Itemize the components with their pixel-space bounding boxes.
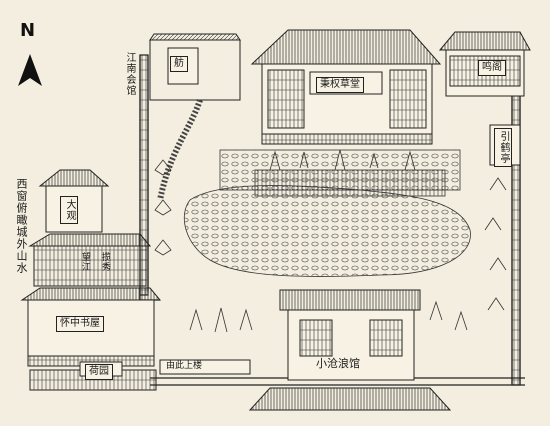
north-arrow-icon <box>18 54 42 86</box>
boat-hall-plaque: 舫 <box>170 56 188 72</box>
lotus-pond <box>183 169 471 277</box>
west-hall-plaque: 怀中书屋 <box>56 316 104 332</box>
main-hall-plaque: 秉权草堂 <box>316 77 364 93</box>
west-lower-plaque: 荷园 <box>85 364 113 380</box>
tower-plaque-1: 望江 <box>80 252 90 272</box>
south-gate-plaque: 小沧浪馆 <box>316 357 360 370</box>
jiangnan-guild-label: 江南会馆 <box>124 52 135 96</box>
south-plants <box>189 300 468 333</box>
west-trees <box>154 159 507 311</box>
main-hall-building <box>250 29 442 145</box>
south-path-label: 由此上楼 <box>166 361 203 371</box>
south-gatehouse-building <box>159 289 452 411</box>
big-pavilion-plaque: 大观 <box>60 196 78 224</box>
west-view-note: 西窗俯瞰城外山水 <box>15 178 28 274</box>
east-pavilion-plaque: 引鹤亭 <box>494 128 512 167</box>
west-tower-building <box>20 169 162 391</box>
north-label: N <box>20 20 36 41</box>
tower-plaque-2: 揽秀 <box>100 252 110 272</box>
east-small-plaque: 鸣阁 <box>478 60 506 76</box>
